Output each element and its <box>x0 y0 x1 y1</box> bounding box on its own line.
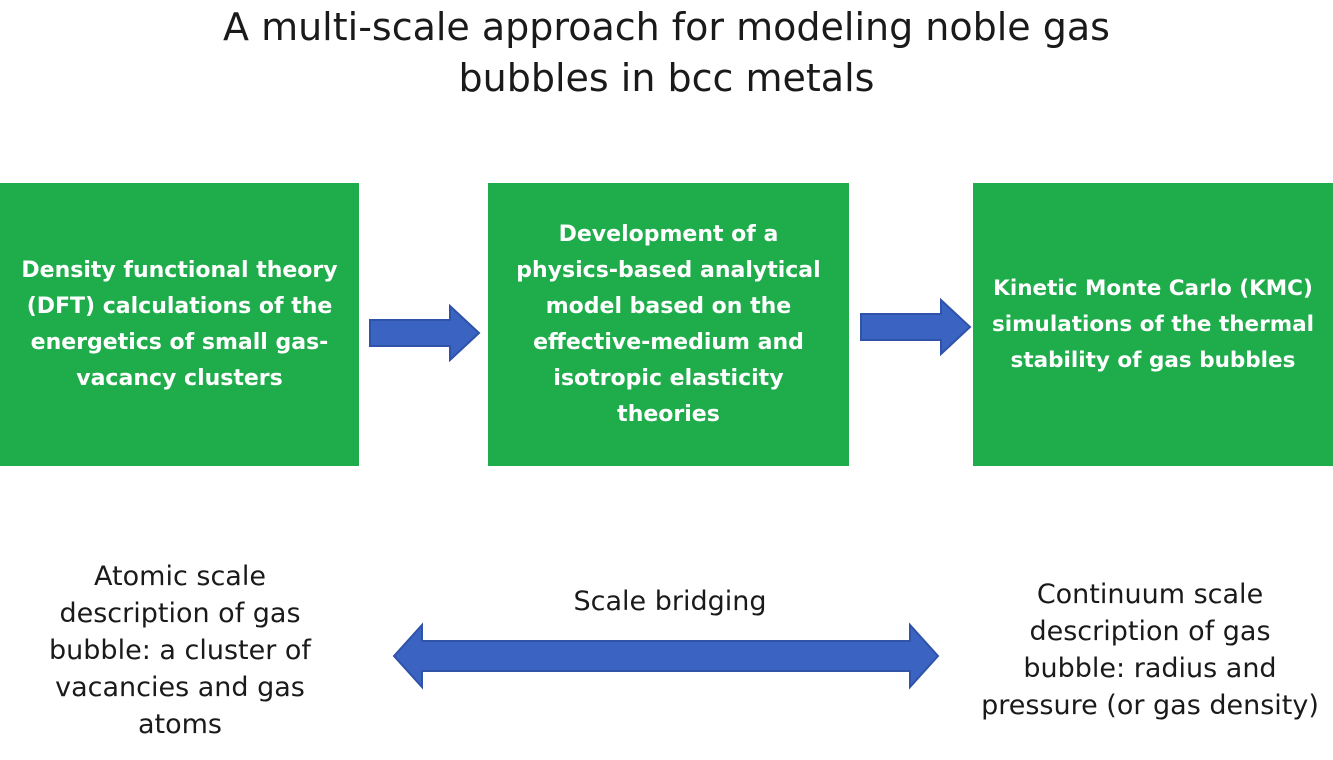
arrow-dft-to-model-shape <box>369 304 481 362</box>
scale-bridging-label: Scale bridging <box>573 586 767 617</box>
arrow-dft-to-model <box>369 304 481 362</box>
continuum-scale-description: Continuum scale description of gas bubbl… <box>981 579 1319 721</box>
kmc-box-text: Kinetic Monte Carlo (KMC) simulations of… <box>991 275 1315 373</box>
kmc-box: Kinetic Monte Carlo (KMC) simulations of… <box>973 183 1333 466</box>
arrow-model-to-kmc-shape <box>860 298 972 356</box>
analytical-model-box: Development of a physics-based analytica… <box>488 183 849 466</box>
analytical-model-box-text: Development of a physics-based analytica… <box>516 221 821 427</box>
scale-bridging-double-arrow <box>392 622 940 690</box>
dft-box: Density functional theory (DFT) calculat… <box>0 183 359 466</box>
dft-box-text: Density functional theory (DFT) calculat… <box>21 257 338 391</box>
diagram-title: A multi-scale approach for modeling nobl… <box>223 5 1110 100</box>
arrow-model-to-kmc <box>860 298 972 356</box>
atomic-scale-description: Atomic scale description of gas bubble: … <box>49 561 311 740</box>
scale-bridging-double-arrow-shape <box>392 622 940 690</box>
